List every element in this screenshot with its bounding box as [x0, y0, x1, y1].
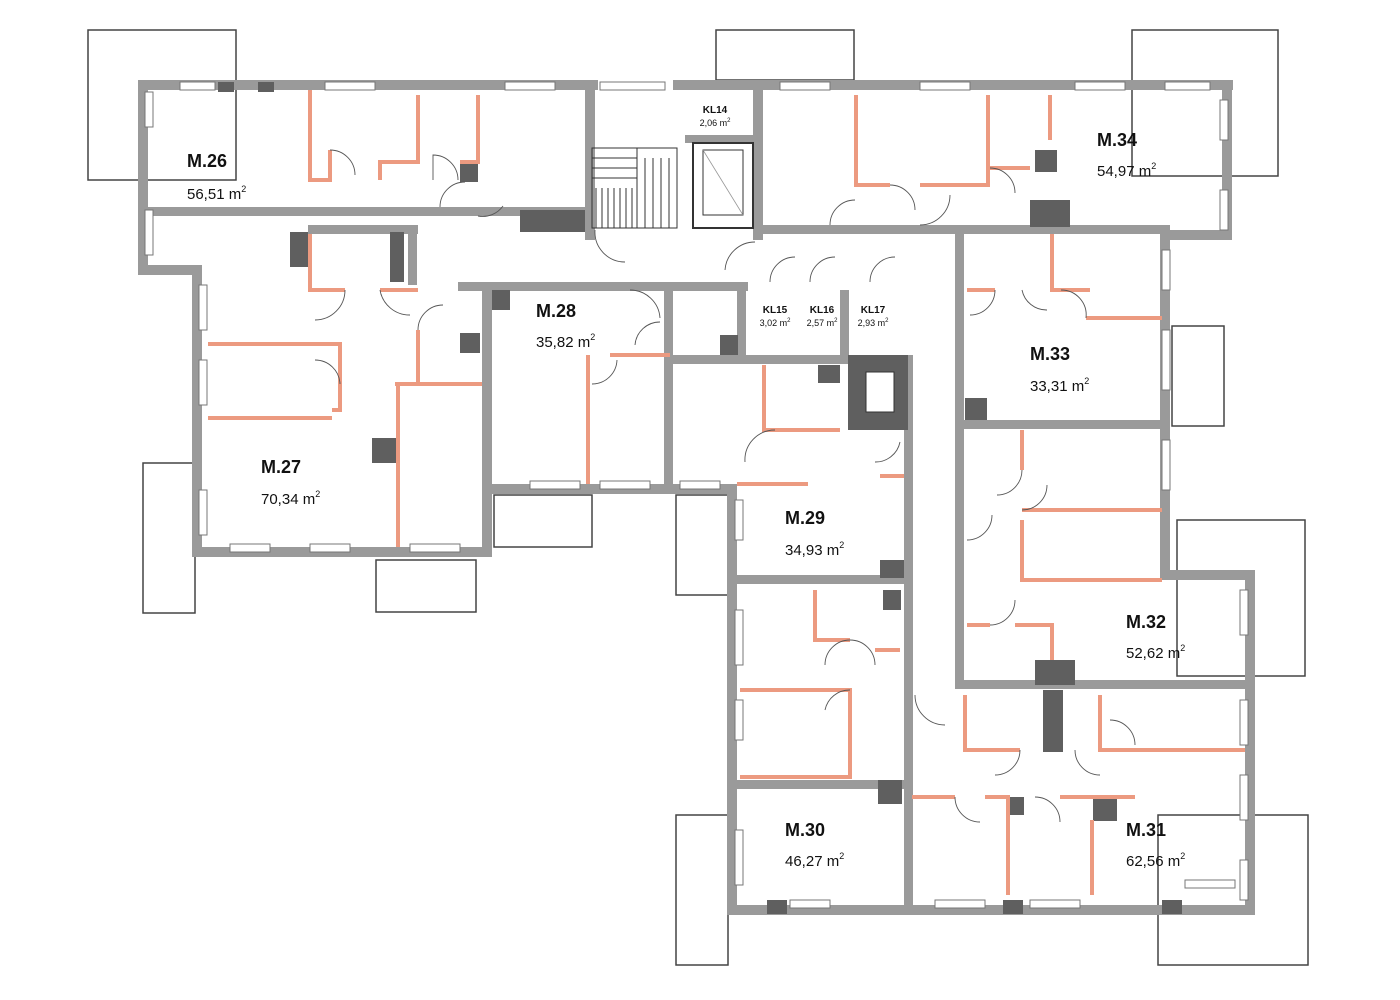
apartment-m28: M.28 35,82 m2: [536, 301, 595, 351]
storage-name: KL17: [861, 305, 886, 316]
apartment-area: 35,82 m2: [536, 332, 595, 351]
apartment-name: M.28: [536, 301, 576, 321]
apartment-name: M.33: [1030, 344, 1070, 364]
apartment-area: 62,56 m2: [1126, 851, 1185, 870]
apartment-area: 70,34 m2: [261, 489, 320, 508]
apartment-m32: M.32 52,62 m2: [1126, 612, 1185, 662]
storage-area: 2,93 m2: [858, 318, 890, 328]
apartment-area: 52,62 m2: [1126, 643, 1185, 662]
apartment-m30: M.30 46,27 m2: [785, 820, 844, 870]
apartment-name: M.31: [1126, 820, 1166, 840]
interior-walls: [148, 207, 1255, 915]
apartment-m29: M.29 34,93 m2: [785, 508, 844, 559]
storage-name: KL16: [810, 305, 835, 316]
storage-area: 2,06 m2: [700, 118, 732, 128]
apartment-name: M.32: [1126, 612, 1166, 632]
apartment-m31: M.31 62,56 m2: [1126, 820, 1185, 870]
storage-area: 3,02 m2: [760, 318, 792, 328]
storage-labels: KL14 2,06 m2 KL15 3,02 m2 KL16 2,57 m2 K…: [700, 105, 890, 328]
balconies: [87, 29, 1309, 966]
storage-kl14: KL14 2,06 m2: [700, 105, 732, 128]
storage-kl16: KL16 2,57 m2: [807, 305, 839, 328]
windows: [144, 81, 1249, 909]
shaft: [865, 371, 895, 413]
apartment-name: M.34: [1097, 130, 1137, 150]
columns: [218, 82, 1182, 914]
apartment-area: 54,97 m2: [1097, 161, 1156, 180]
partitions: [208, 90, 1245, 895]
storage-kl17: KL17 2,93 m2: [858, 305, 890, 328]
storage-area: 2,57 m2: [807, 318, 839, 328]
storage-kl15: KL15 3,02 m2: [760, 305, 792, 328]
apartment-area: 33,31 m2: [1030, 376, 1089, 395]
apartment-name: M.29: [785, 508, 825, 528]
storage-name: KL14: [703, 105, 728, 116]
apartment-area: 46,27 m2: [785, 851, 844, 870]
apartment-m26: M.26 56,51 m2: [187, 151, 246, 203]
apartment-name: M.27: [261, 457, 301, 477]
apartment-name: M.30: [785, 820, 825, 840]
apartment-labels: M.26 56,51 m2 M.27 70,34 m2 M.28 35,82 m…: [187, 130, 1185, 870]
apartment-m27: M.27 70,34 m2: [261, 457, 320, 508]
staircase: [591, 147, 678, 229]
doors: [314, 149, 1136, 823]
apartment-m33: M.33 33,31 m2: [1030, 344, 1089, 395]
elevator: [692, 142, 754, 229]
apartment-area: 56,51 m2: [187, 184, 246, 203]
storage-name: KL15: [763, 305, 788, 316]
apartment-name: M.26: [187, 151, 227, 171]
apartment-m34: M.34 54,97 m2: [1097, 130, 1156, 180]
apartment-area: 34,93 m2: [785, 540, 844, 559]
